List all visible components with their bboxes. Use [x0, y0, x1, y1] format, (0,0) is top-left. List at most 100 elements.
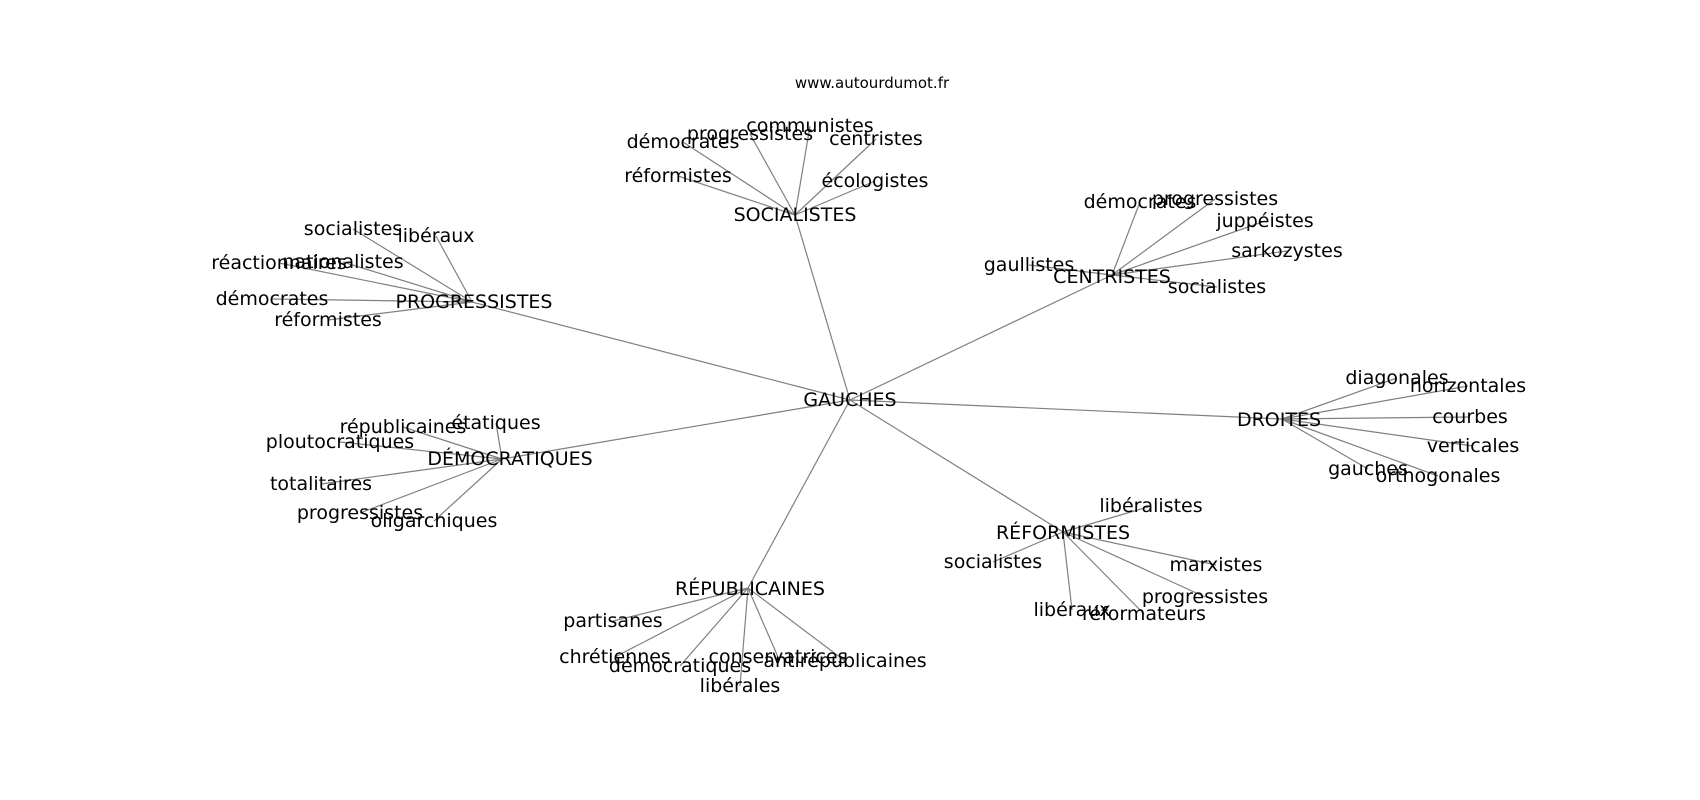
edge-droites-leaf-1	[1281, 385, 1469, 420]
edge-center-centristes	[849, 274, 1113, 401]
leaf-node-droites[interactable]: diagonales	[1345, 367, 1448, 389]
edge-republicaines-leaf-4	[747, 587, 846, 662]
hub-node-socialistes[interactable]: SOCIALISTES	[734, 204, 857, 226]
leaf-node-socialistes[interactable]: écologistes	[822, 170, 929, 192]
leaf-node-droites[interactable]: verticales	[1427, 435, 1519, 457]
edge-droites-leaf-0	[1281, 377, 1398, 420]
edge-republicaines-leaf-5	[739, 587, 749, 687]
leaf-node-progressistes[interactable]: démocrates	[216, 288, 329, 310]
edge-socialistes-leaf-1	[749, 133, 796, 216]
leaf-node-reformistes[interactable]: libéralistes	[1099, 495, 1202, 517]
leaf-node-centristes[interactable]: démocrates	[1084, 191, 1197, 213]
leaf-node-democratiques[interactable]: oligarchiques	[371, 510, 498, 532]
leaf-node-democratiques[interactable]: totalitaires	[270, 473, 372, 495]
credit-text: www.autourdumot.fr	[795, 74, 950, 92]
edge-reformistes-leaf-2	[1062, 531, 1217, 566]
edge-democratiques-leaf-2	[339, 441, 503, 460]
edge-democratiques-leaf-0	[402, 426, 503, 460]
leaf-node-republicaines[interactable]: chrétiennes	[559, 646, 671, 668]
leaf-node-droites[interactable]: gauches	[1328, 458, 1408, 480]
edge-center-democratiques	[501, 399, 851, 460]
hub-node-centristes[interactable]: CENTRISTES	[1053, 266, 1171, 288]
leaf-node-republicaines[interactable]: antirépublicaines	[763, 650, 926, 672]
edge-progressistes-leaf-2	[342, 261, 473, 303]
leaf-node-socialistes[interactable]: centristes	[829, 128, 923, 150]
edge-center-droites	[849, 399, 1283, 420]
edge-republicaines-leaf-1	[614, 587, 749, 658]
edge-reformistes-leaf-5	[1062, 531, 1145, 615]
edge-droites-leaf-5	[1281, 418, 1439, 477]
edge-centristes-leaf-4	[1028, 264, 1113, 276]
leaf-node-reformistes[interactable]: marxistes	[1170, 554, 1263, 576]
edge-reformistes-leaf-3	[1062, 531, 1206, 598]
edge-centristes-leaf-2	[1111, 220, 1266, 276]
leaf-node-centristes[interactable]: progressistes	[1152, 188, 1278, 210]
leaf-node-droites[interactable]: orthogonales	[1376, 465, 1501, 487]
edge-socialistes-leaf-4	[677, 175, 796, 216]
leaf-node-republicaines[interactable]: partisanes	[563, 610, 662, 632]
edge-republicaines-leaf-2	[679, 587, 749, 667]
edge-progressistes-leaf-5	[327, 301, 473, 321]
edge-droites-leaf-4	[1281, 418, 1369, 470]
edge-progressistes-leaf-3	[278, 262, 473, 303]
leaf-node-socialistes[interactable]: communistes	[746, 115, 873, 137]
leaf-node-centristes[interactable]: gaullistes	[984, 254, 1075, 276]
edge-reformistes-leaf-1	[992, 531, 1064, 563]
edge-centristes-leaf-5	[1111, 274, 1218, 288]
leaf-node-republicaines[interactable]: conservatrices	[709, 646, 848, 668]
hub-node-reformistes[interactable]: RÉFORMISTES	[996, 521, 1130, 544]
leaf-node-reformistes[interactable]: libéraux	[1033, 599, 1110, 621]
hub-node-republicaines[interactable]: RÉPUBLICAINES	[675, 577, 825, 600]
leaf-node-socialistes[interactable]: réformistes	[624, 165, 732, 187]
edge-centristes-leaf-0	[1111, 201, 1141, 276]
leaf-node-progressistes[interactable]: réactionnaires	[211, 252, 347, 274]
edge-republicaines-leaf-3	[747, 587, 779, 658]
hub-node-democratiques[interactable]: DÉMOCRATIQUES	[427, 447, 592, 470]
leaf-node-socialistes[interactable]: démocrates	[627, 131, 740, 153]
hub-node-droites[interactable]: DROITES	[1237, 409, 1321, 431]
leaf-node-democratiques[interactable]: ploutocratiques	[266, 431, 414, 453]
leaf-node-centristes[interactable]: sarkozystes	[1231, 240, 1342, 262]
leaf-node-progressistes[interactable]: nationalistes	[282, 251, 403, 273]
edge-centristes-leaf-3	[1111, 250, 1288, 276]
edge-democratiques-leaf-5	[433, 458, 503, 522]
leaf-node-socialistes[interactable]: progressistes	[687, 123, 813, 145]
edge-center-socialistes	[794, 214, 851, 401]
leaf-node-droites[interactable]: horizontales	[1410, 375, 1526, 397]
edge-democratiques-leaf-4	[359, 458, 503, 514]
leaf-node-democratiques[interactable]: étatiques	[451, 412, 540, 434]
edge-democratiques-leaf-3	[320, 458, 503, 485]
edge-progressistes-leaf-0	[352, 228, 473, 303]
edge-republicaines-leaf-0	[612, 587, 749, 622]
edge-center-reformistes	[849, 399, 1064, 533]
edge-droites-leaf-3	[1281, 418, 1474, 447]
leaf-node-centristes[interactable]: juppéistes	[1215, 210, 1313, 232]
leaf-node-democratiques[interactable]: républicaines	[340, 416, 467, 438]
edge-socialistes-leaf-3	[794, 138, 877, 216]
hub-node-progressistes[interactable]: PROGRESSISTES	[395, 291, 552, 313]
labels-layer: GAUCHESSOCIALISTEScommunistesprogressist…	[211, 115, 1526, 697]
leaf-node-centristes[interactable]: socialistes	[1168, 276, 1266, 298]
edge-socialistes-leaf-0	[794, 125, 811, 216]
edge-democratiques-leaf-1	[495, 422, 503, 460]
edge-socialistes-leaf-2	[682, 141, 796, 216]
leaf-node-progressistes[interactable]: réformistes	[274, 309, 382, 331]
leaf-node-republicaines[interactable]: libérales	[700, 675, 781, 697]
edge-progressistes-leaf-4	[271, 298, 473, 303]
leaf-node-democratiques[interactable]: progressistes	[297, 502, 423, 524]
leaf-node-droites[interactable]: courbes	[1432, 406, 1508, 428]
edge-centristes-leaf-1	[1111, 198, 1216, 276]
edges-layer	[271, 125, 1474, 687]
edge-droites-leaf-2	[1281, 416, 1471, 420]
leaf-node-progressistes[interactable]: socialistes	[304, 218, 402, 240]
leaf-node-reformistes[interactable]: réformateurs	[1082, 603, 1206, 625]
leaf-node-progressistes[interactable]: libéraux	[397, 225, 474, 247]
edge-center-republicaines	[747, 399, 851, 589]
edge-reformistes-leaf-4	[1062, 531, 1073, 611]
center-node-label[interactable]: GAUCHES	[803, 389, 896, 411]
leaf-node-reformistes[interactable]: socialistes	[944, 551, 1042, 573]
edge-center-progressistes	[471, 301, 851, 401]
leaf-node-reformistes[interactable]: progressistes	[1142, 586, 1268, 608]
leaf-node-republicaines[interactable]: démocratiques	[609, 655, 751, 677]
